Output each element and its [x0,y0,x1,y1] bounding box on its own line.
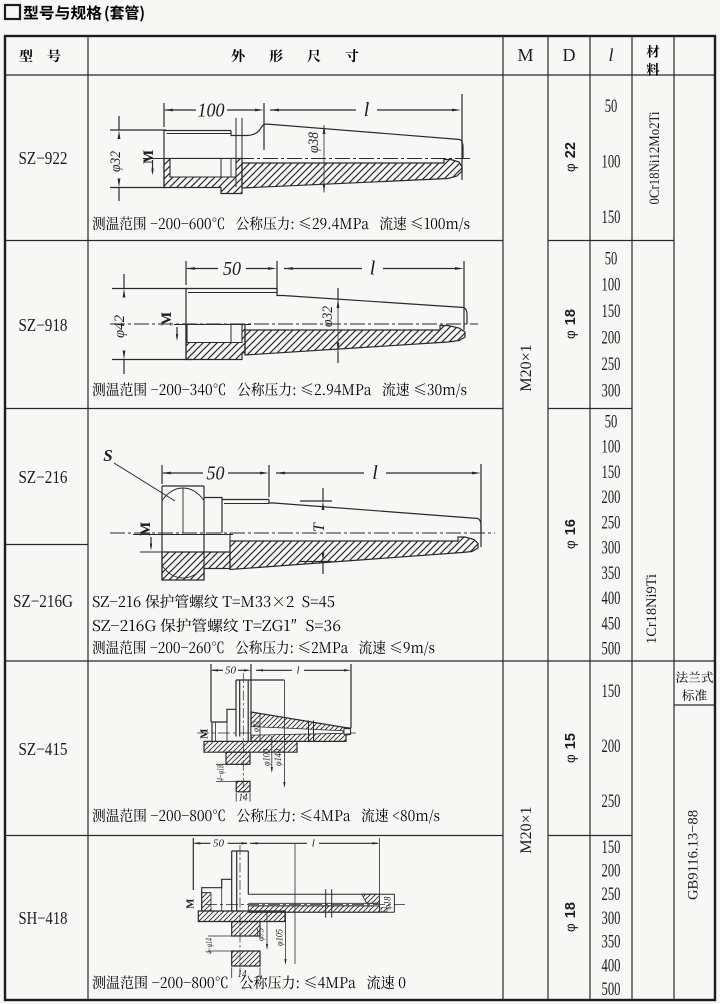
svg-text:4−φ14: 4−φ14 [204,938,214,954]
svg-text:1Cr18Ni9Ti: 1Cr18Ni9Ti [644,574,660,644]
svg-text:350: 350 [602,564,621,584]
svg-text:100: 100 [602,438,621,458]
svg-text:450: 450 [602,614,621,634]
svg-text:250: 250 [602,355,621,375]
svg-text:50: 50 [605,97,618,117]
svg-text:200: 200 [602,329,621,349]
svg-text:l: l [364,99,370,121]
svg-text:SZ−216G: SZ−216G [13,591,73,611]
svg-text:φ15: φ15 [563,733,579,763]
svg-text:SZ−216: SZ−216 [19,467,68,487]
svg-text:250: 250 [602,792,621,812]
svg-text:300: 300 [602,539,621,559]
svg-text:M: M [141,150,157,164]
svg-text:φ100: φ100 [263,749,273,766]
svg-text:500: 500 [602,640,621,660]
svg-text:φ75: φ75 [257,928,267,941]
svg-text:S: S [103,446,112,465]
svg-text:φ32: φ32 [108,151,124,172]
svg-text:100: 100 [602,152,621,172]
svg-text:150: 150 [602,838,621,858]
svg-text:φ18: φ18 [384,896,394,909]
svg-text:100: 100 [198,100,225,122]
svg-text:50: 50 [225,666,237,677]
svg-text:SZ−415: SZ−415 [19,739,68,759]
svg-text:D: D [563,45,576,65]
svg-text:φ38: φ38 [306,132,322,153]
svg-text:200: 200 [602,862,621,882]
svg-text:M20×1: M20×1 [518,344,535,391]
svg-text:φ16: φ16 [563,519,579,549]
svg-text:300: 300 [602,909,621,929]
svg-text:150: 150 [602,463,621,483]
svg-text:l: l [312,838,315,850]
svg-text:150: 150 [602,682,621,702]
svg-text:SH−418: SH−418 [19,908,68,928]
svg-text:50: 50 [605,249,618,269]
svg-text:50: 50 [213,839,225,850]
svg-text:350: 350 [602,933,621,953]
svg-text:GB9116.13−88: GB9116.13−88 [686,810,702,900]
svg-text:400: 400 [602,956,621,976]
svg-text:T: T [311,522,328,532]
svg-text:M: M [138,522,154,536]
svg-text:φ18: φ18 [563,902,579,932]
svg-text:l: l [372,462,378,484]
svg-text:M: M [159,312,175,326]
svg-text:l: l [296,665,299,677]
svg-text:φ22: φ22 [563,142,579,172]
svg-text:200: 200 [602,488,621,508]
svg-text:φ42: φ42 [112,315,128,338]
svg-text:M: M [199,728,211,739]
svg-text:M: M [185,898,197,909]
svg-text:l: l [608,45,613,65]
svg-text:400: 400 [602,589,621,609]
svg-text:14: 14 [239,793,249,804]
svg-text:200: 200 [602,737,621,757]
svg-text:φ140: φ140 [274,749,284,766]
svg-text:50: 50 [605,412,618,432]
svg-text:φ32: φ32 [320,306,336,327]
svg-text:250: 250 [602,513,621,533]
svg-text:150: 150 [602,302,621,322]
svg-text:l: l [370,258,376,280]
svg-text:M: M [517,45,533,65]
svg-text:300: 300 [602,381,621,401]
svg-text:250: 250 [602,885,621,905]
svg-text:14: 14 [238,969,248,980]
svg-text:SZ−918: SZ−918 [19,315,68,335]
svg-text:500: 500 [602,980,621,1000]
svg-text:150: 150 [602,208,621,228]
svg-text:φ18: φ18 [563,309,579,339]
svg-text:50: 50 [223,258,241,280]
svg-text:φ32: φ32 [251,720,261,732]
svg-text:φ105: φ105 [276,929,286,946]
svg-text:4−φ18: 4−φ18 [216,765,226,781]
svg-text:SZ−922: SZ−922 [19,148,68,168]
svg-text:100: 100 [602,276,621,296]
svg-text:M20×1: M20×1 [518,806,535,853]
svg-text:0Cr18Ni12Mo2Ti: 0Cr18Ni12Mo2Ti [647,112,663,205]
svg-text:50: 50 [207,463,225,485]
